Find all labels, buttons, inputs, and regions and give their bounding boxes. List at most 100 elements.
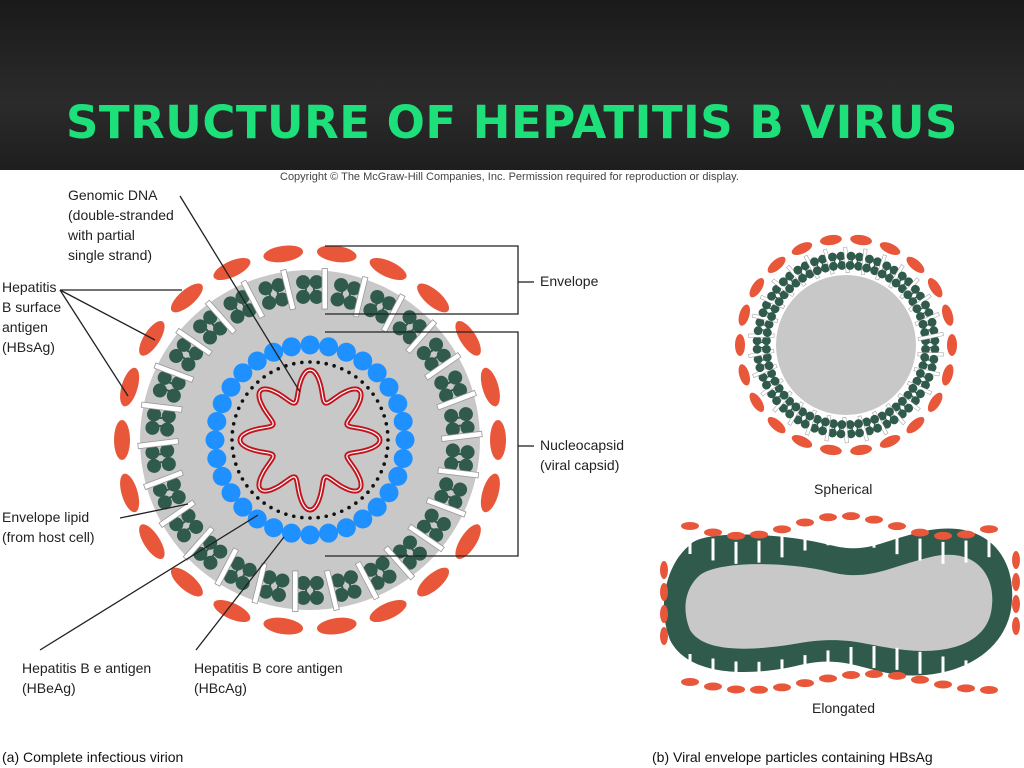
- hbsag-spike: [1012, 551, 1020, 569]
- hbsag-spike: [842, 671, 860, 680]
- lipid-head: [912, 376, 922, 386]
- protein-channel: [872, 525, 876, 548]
- protein-channel: [872, 646, 876, 669]
- hbeag-dot: [366, 490, 370, 494]
- lipid-head: [818, 426, 827, 436]
- hbeag-dot: [360, 496, 364, 500]
- lipid-head: [189, 346, 204, 361]
- copyright-notice: Copyright © The McGraw-Hill Companies, I…: [280, 171, 739, 183]
- lipid-head: [897, 284, 907, 294]
- capsid-protein: [393, 449, 413, 469]
- capsid-protein: [207, 411, 227, 431]
- lipid-head: [242, 562, 257, 577]
- hbsag-spike: [263, 617, 304, 635]
- hbeag-dot: [234, 462, 238, 466]
- lipid-head: [458, 458, 473, 473]
- lipid-unit: [862, 254, 887, 281]
- hbeag-dot: [385, 446, 390, 450]
- lipid-head: [444, 408, 459, 423]
- lipid-head: [752, 344, 762, 354]
- capsid-protein: [367, 497, 387, 517]
- lipid-head: [412, 546, 427, 561]
- lipid-unit: [354, 556, 397, 601]
- lipid-head: [752, 336, 762, 346]
- hbsag-spike: [796, 679, 814, 688]
- capsid-protein: [221, 377, 241, 397]
- hbeag-dot: [385, 430, 390, 434]
- hbsag-spike: [865, 670, 883, 679]
- lipid-head: [845, 261, 855, 270]
- lipid-tail: [168, 495, 175, 499]
- lipid-head: [800, 261, 810, 271]
- capsid-protein: [336, 342, 356, 362]
- lipid-head: [785, 284, 795, 294]
- lipid-unit: [152, 362, 195, 403]
- lipid-head: [855, 252, 864, 262]
- hbeag-dot: [291, 514, 296, 519]
- hbeag-dot: [250, 490, 254, 494]
- hbsag-spike: [681, 522, 699, 530]
- lipid-head: [891, 278, 901, 288]
- hbsag-spike: [490, 420, 506, 460]
- protein-channel: [917, 331, 944, 342]
- lipid-head: [915, 389, 925, 399]
- lipid-head: [160, 422, 175, 437]
- lipid-head: [370, 289, 385, 305]
- hbsag-spike: [738, 364, 751, 386]
- lipid-head: [882, 419, 892, 429]
- lipid-unit: [363, 289, 406, 333]
- hbeag-dot: [308, 360, 312, 364]
- lipid-unit: [330, 275, 369, 318]
- lipid-tail: [241, 302, 247, 309]
- lipid-head: [161, 457, 176, 472]
- lipid-head: [258, 584, 273, 599]
- protein-channel: [826, 523, 830, 546]
- lipid-head: [382, 569, 397, 584]
- lipid-head: [452, 383, 468, 398]
- hbsag-spike: [369, 599, 407, 623]
- lipid-head: [296, 590, 311, 605]
- hbeag-dot: [250, 386, 254, 390]
- hbsag-spike: [906, 416, 925, 434]
- protein-channel: [158, 499, 196, 529]
- labels: Genomic DNA (double-stranded with partia…: [2, 187, 933, 765]
- hbsag-spike: [727, 685, 745, 694]
- lipid-head: [753, 354, 763, 364]
- lipid-tail: [165, 388, 172, 393]
- lipid-head: [770, 376, 780, 386]
- lipid-tail: [800, 414, 804, 419]
- capsid-protein: [388, 394, 408, 414]
- lipid-head: [458, 407, 473, 422]
- lipid-head: [758, 372, 768, 382]
- complete-virion: [114, 245, 506, 635]
- lipid-tail: [181, 519, 188, 525]
- lipid-tail: [157, 424, 164, 428]
- hbsag-spike: [957, 530, 975, 539]
- protein-channel: [440, 430, 483, 442]
- lipid-head: [829, 419, 838, 429]
- hbeag-dot: [384, 421, 389, 426]
- lipid-head: [854, 419, 863, 429]
- lipid-tail: [921, 375, 926, 379]
- lipid-head: [812, 266, 822, 276]
- hbsag-spike: [263, 245, 304, 263]
- lipid-head: [213, 321, 228, 336]
- lipid-unit: [169, 327, 213, 372]
- lipid-tail: [445, 494, 452, 499]
- hbcag-label: Hepatitis B core antigen (HBcAg): [194, 660, 347, 696]
- lipid-tail: [816, 422, 819, 426]
- lipid-head: [152, 383, 167, 398]
- hbeag-dot: [291, 361, 296, 366]
- sphere-core: [776, 275, 916, 415]
- hbsag-spike: [660, 583, 668, 601]
- lipid-head: [271, 278, 286, 293]
- lipid-tail: [913, 390, 918, 394]
- lipid-head: [854, 261, 863, 271]
- protein-channel: [895, 532, 899, 555]
- lipid-head: [921, 344, 930, 354]
- protein-channel: [688, 532, 692, 554]
- lipid-head: [798, 273, 807, 283]
- protein-channel: [918, 651, 922, 674]
- hbsag-spike: [850, 234, 872, 246]
- hbeag-dot: [384, 454, 389, 459]
